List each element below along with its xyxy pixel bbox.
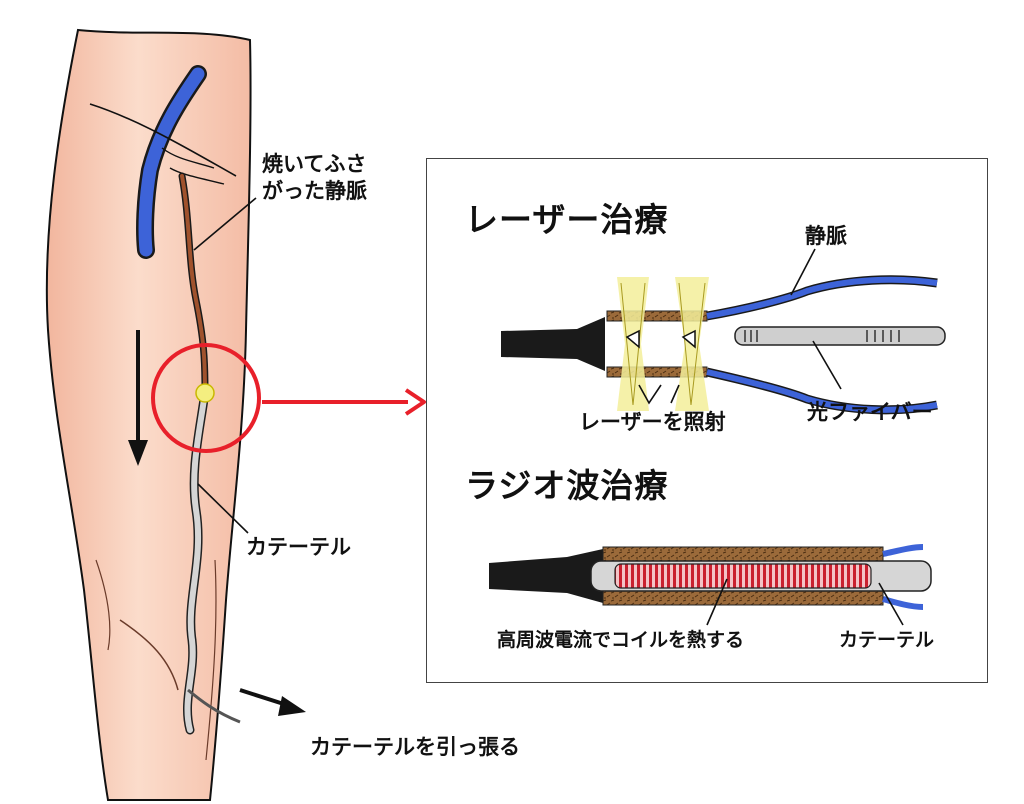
zoom-circle (151, 343, 261, 453)
burned-vein-label-line2: がった静脈 (262, 179, 367, 203)
laser-panel-title: レーザー治療 (465, 200, 669, 239)
laser-vein-top-fill (706, 276, 938, 319)
catheter-leg-label: カテーテル (246, 535, 351, 559)
laser-tip-glow (195, 383, 215, 403)
rf-tissue-top (602, 546, 884, 562)
catheter-pointer (197, 483, 249, 534)
rf-vein-bottom (882, 596, 924, 610)
optical-fiber (734, 326, 946, 346)
laser-triangle-left (625, 329, 640, 349)
treatment-detail-drawings (489, 248, 946, 626)
saphenous-vein-upper-fill (138, 67, 205, 257)
arrow-right-head (278, 696, 306, 716)
burned-vein-pointer (193, 197, 257, 251)
catheter-exit (187, 688, 241, 724)
fiber-pointer (812, 340, 842, 390)
treatment-detail-panel: レーザー治療 静脈 レーザーを照射 光ファイバー ラジオ波治療 高周波電流でコイ… (426, 158, 988, 683)
laser-frayed-end (501, 317, 605, 371)
rf-frayed-end (489, 549, 603, 603)
laser-triangle-right (681, 329, 696, 349)
burned-vein-label-line1: 焼いてふさ (262, 152, 367, 176)
laser-beam-left (617, 277, 649, 411)
laser-irradiate-label: レーザーを照射 (579, 410, 726, 434)
groin-line (89, 103, 237, 177)
leg-inner-contour (205, 559, 217, 761)
optical-fiber-label: 光ファイバー (807, 400, 933, 424)
arrow-down-head (128, 440, 148, 466)
rf-coil-label: 高周波電流でコイルを熱する (497, 629, 745, 651)
coil-pointer (706, 578, 728, 626)
rf-heating-coil (614, 563, 872, 589)
laser-device (501, 248, 946, 415)
rf-panel-title: ラジオ波治療 (465, 466, 669, 505)
leg-crease-line (95, 559, 111, 651)
rf-tissue-bottom (602, 590, 884, 606)
vein-branch-lines (161, 147, 225, 185)
vein-pointer (790, 248, 816, 296)
laser-vein-bottom-fill (706, 369, 938, 413)
irradiate-pointer (638, 384, 680, 405)
leg (45, 28, 252, 801)
optical-fiber-marks (744, 330, 900, 342)
rf-vein-top (882, 544, 924, 557)
pull-catheter-label: カテーテルを引っ張る (310, 735, 520, 759)
closed-vein-fill (180, 174, 207, 394)
rf-catheter-label: カテーテル (839, 629, 935, 651)
zoom-arrow-head (404, 388, 426, 416)
rf-device (489, 544, 932, 626)
leg-skin (45, 28, 252, 801)
laser-vein-label: 静脈 (805, 224, 847, 248)
leg-knee-line (119, 619, 179, 691)
rf-catheter-pointer (878, 582, 904, 626)
